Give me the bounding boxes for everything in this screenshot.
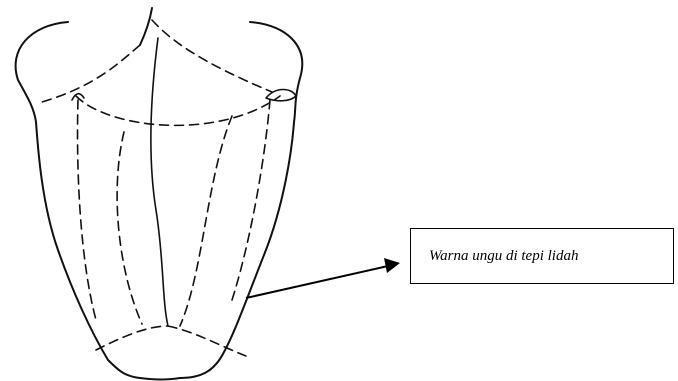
arrow-right-icon [384, 258, 400, 273]
tongue-right-edge [180, 22, 302, 378]
pointer-arrow [246, 258, 400, 298]
zone-back-arc [76, 96, 280, 125]
zone-tip-left [96, 326, 168, 350]
zone-right-inner [180, 116, 232, 326]
zone-left-inner [117, 132, 142, 324]
zone-right-upper [152, 20, 272, 92]
tongue-tip [140, 378, 180, 380]
zone-left-upper [42, 45, 140, 102]
tongue-left-edge [16, 22, 140, 378]
zone-right-outer [232, 100, 270, 300]
annotation-label: Warna ungu di tepi lidah [429, 248, 578, 265]
tongue-top-notch [140, 8, 152, 45]
median-line [151, 38, 168, 326]
zone-left-outer [78, 100, 96, 320]
tongue-outline [16, 8, 303, 380]
annotation-box: Warna ungu di tepi lidah [410, 228, 674, 284]
